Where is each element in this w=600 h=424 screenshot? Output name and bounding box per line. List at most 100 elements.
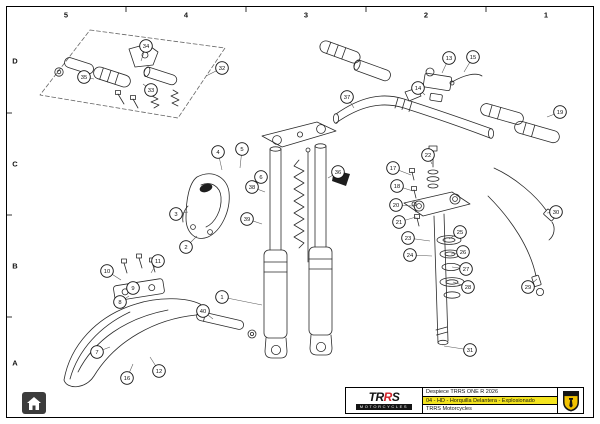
svg-text:11: 11 <box>155 259 161 265</box>
inset-screws <box>115 90 139 109</box>
home-button[interactable] <box>22 392 46 414</box>
svg-text:23: 23 <box>405 236 411 242</box>
callout-23: 23 <box>401 231 431 245</box>
logo-wordmark: TRRS <box>369 391 400 403</box>
grid-col-label-4: 4 <box>184 11 189 20</box>
front-fender <box>63 253 204 388</box>
callout-10: 10 <box>100 264 122 281</box>
logo-text-red: R <box>383 390 393 404</box>
throttle-sleeve <box>353 59 391 82</box>
callout-35: 35 <box>77 70 95 84</box>
grid-row-label-C: C <box>12 160 18 169</box>
svg-text:14: 14 <box>415 86 422 92</box>
number-plate-bracket <box>182 173 230 239</box>
callout-29: 29 <box>521 278 538 294</box>
callout-38: 38 <box>245 180 266 194</box>
throttle-inset <box>39 29 226 119</box>
svg-text:3: 3 <box>174 212 177 218</box>
callout-5: 5 <box>235 142 249 169</box>
callout-6: 6 <box>247 170 268 189</box>
svg-text:17: 17 <box>390 166 396 172</box>
grip-rubber <box>93 66 131 88</box>
logo-text-black-1: TR <box>368 390 385 404</box>
svg-text:18: 18 <box>394 184 400 190</box>
grid-ticks <box>6 6 487 318</box>
callout-11: 11 <box>150 254 165 274</box>
svg-text:33: 33 <box>148 88 154 94</box>
fork-left-leg <box>263 146 288 359</box>
svg-text:32: 32 <box>219 66 225 72</box>
svg-text:4: 4 <box>216 150 220 156</box>
grid-col-label-3: 3 <box>304 11 308 20</box>
callout-25: 25 <box>448 225 467 240</box>
trrs-logo: TRRS MOTORCYCLES <box>346 388 423 413</box>
titleblock-row-document: Despiece TRRS ONE R 2026 <box>423 388 557 397</box>
logo-subtitle: MOTORCYCLES <box>355 404 413 410</box>
callout-24: 24 <box>403 248 433 262</box>
titleblock-rows: Despiece TRRS ONE R 2026 04 - HD - Horqu… <box>423 388 558 413</box>
callout-9: 9 <box>126 281 141 295</box>
throttle-tube <box>143 66 178 86</box>
svg-text:37: 37 <box>344 95 350 101</box>
steering-stem-assembly <box>403 145 471 346</box>
handlebar-assembly <box>319 40 560 144</box>
fork-spring <box>293 159 305 249</box>
damper-rod <box>305 147 311 263</box>
callout-7: 7 <box>90 345 111 359</box>
callout-26: 26 <box>450 245 470 259</box>
callout-17: 17 <box>386 161 412 176</box>
title-block: TRRS MOTORCYCLES Despiece TRRS ONE R 202… <box>345 387 584 414</box>
svg-text:21: 21 <box>396 220 402 226</box>
cables-and-wiring <box>487 167 557 296</box>
grid-col-label-1: 1 <box>544 11 548 20</box>
callout-8: 8 <box>113 295 130 309</box>
svg-text:9: 9 <box>131 286 134 292</box>
callout-39: 39 <box>240 212 263 226</box>
brake-master-cylinder <box>422 67 483 103</box>
callout-15: 15 <box>463 50 480 73</box>
callout-31: 31 <box>443 343 477 357</box>
callout-33: 33 <box>142 83 158 97</box>
return-spring <box>170 89 180 107</box>
callout-28: 28 <box>452 280 475 294</box>
svg-text:28: 28 <box>465 285 471 291</box>
trrs-shield-emblem <box>558 388 583 413</box>
titleblock-row-sheet[interactable]: 04 - HD - Horquilla Delantera - Explosio… <box>423 396 557 406</box>
svg-text:31: 31 <box>467 348 473 354</box>
callout-4: 4 <box>211 145 225 171</box>
callout-13: 13 <box>441 51 456 74</box>
svg-text:13: 13 <box>446 56 452 62</box>
grid-row-label-A: A <box>12 359 18 368</box>
grid-row-label-D: D <box>12 57 18 66</box>
callout-34: 34 <box>139 39 153 62</box>
callout-19: 19 <box>546 105 567 119</box>
callout-2: 2 <box>179 235 198 254</box>
svg-text:12: 12 <box>156 369 162 375</box>
callout-36: 36 <box>327 165 345 179</box>
left-grip <box>319 40 361 64</box>
svg-text:36: 36 <box>335 170 341 176</box>
right-grip-outer <box>480 103 524 125</box>
titleblock-row-company: TRRS Motorcycles <box>426 406 472 413</box>
svg-text:8: 8 <box>118 300 121 306</box>
callout-18: 18 <box>390 179 414 193</box>
svg-text:2: 2 <box>184 245 187 251</box>
right-grip-inner <box>514 120 560 144</box>
svg-text:26: 26 <box>460 250 466 256</box>
callout-27: 27 <box>451 262 473 276</box>
svg-text:35: 35 <box>81 75 87 81</box>
svg-text:34: 34 <box>143 44 150 50</box>
fender-screws <box>121 253 156 274</box>
svg-text:16: 16 <box>124 376 130 382</box>
svg-text:10: 10 <box>104 269 110 275</box>
clamp-bolts <box>409 168 420 227</box>
svg-text:19: 19 <box>557 110 563 116</box>
steering-stem-tube <box>433 213 449 346</box>
callout-14: 14 <box>411 81 426 96</box>
fork-right-leg <box>308 143 333 356</box>
bar-end-weight <box>64 57 94 75</box>
callout-12: 12 <box>149 356 166 378</box>
svg-text:5: 5 <box>240 147 243 153</box>
